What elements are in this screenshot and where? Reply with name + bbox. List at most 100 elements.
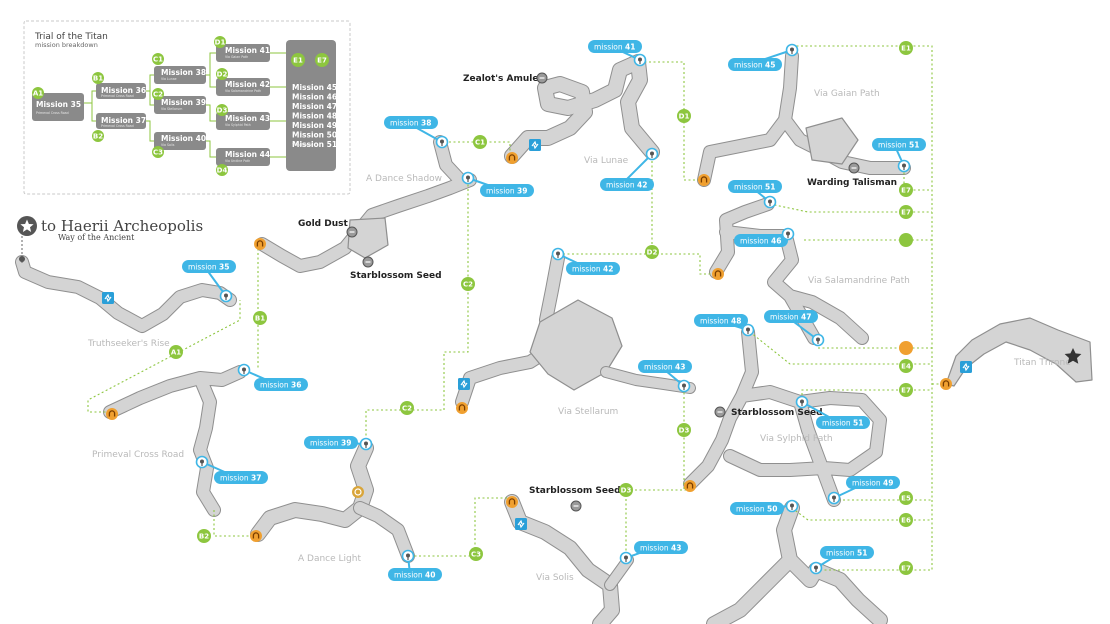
route-node[interactable]: E5 [899, 491, 913, 505]
mission-marker-icon[interactable] [551, 247, 565, 261]
mission-marker-icon[interactable] [461, 171, 475, 185]
save-point-icon[interactable] [960, 361, 972, 373]
mission-tag[interactable]: mission 51 [809, 546, 875, 575]
checkpoint-icon[interactable] [940, 378, 952, 390]
legend-final-item: Mission 46 [292, 93, 337, 102]
mission-tag[interactable]: mission 51 [872, 138, 926, 173]
route-node[interactable]: E4 [899, 359, 913, 373]
checkpoint-icon[interactable] [456, 402, 468, 414]
mission-marker-icon[interactable] [809, 561, 823, 575]
route-node[interactable]: C2 [461, 277, 475, 291]
mission-marker-icon[interactable] [219, 289, 233, 303]
pickup-icon[interactable] [570, 500, 582, 512]
route-node[interactable]: B2 [197, 529, 211, 543]
route-node[interactable]: D2 [645, 245, 659, 259]
mission-marker-icon[interactable] [785, 43, 799, 57]
pickup-labels: Zealot's Amulet Gold Dust Starblossom Se… [298, 74, 897, 496]
mission-tag[interactable]: mission 39 [461, 171, 535, 198]
legend-final-node: E1 [291, 53, 305, 67]
pickup-icon[interactable] [346, 226, 358, 238]
route-node[interactable]: D1 [677, 109, 691, 123]
route-node[interactable]: E7 [899, 205, 913, 219]
mission-marker-icon[interactable] [781, 227, 795, 241]
mission-marker-icon[interactable] [359, 437, 373, 451]
checkpoint-icon[interactable] [106, 408, 118, 420]
mission-tag[interactable]: mission 51 [728, 180, 782, 209]
cave-network [15, 49, 1093, 624]
mission-marker-icon[interactable] [435, 135, 449, 149]
mission-tag[interactable]: mission 39 [304, 436, 373, 451]
legend-final-item: Mission 49 [292, 121, 337, 130]
pickup-starblossom-seed-2: Starblossom Seed [731, 408, 823, 418]
route-node[interactable]: C3 [469, 547, 483, 561]
mission-tag[interactable]: mission 46 [734, 227, 795, 248]
mission-tag[interactable]: mission 41 [588, 40, 647, 67]
route-node[interactable]: B1 [253, 311, 267, 325]
pickup-icon[interactable] [362, 256, 374, 268]
cave-a-dance-shadow [255, 135, 477, 273]
mission-marker-icon[interactable] [811, 333, 825, 347]
pickup-icon[interactable] [536, 72, 548, 84]
checkpoint-icon[interactable] [506, 496, 518, 508]
route-node[interactable]: E6 [899, 513, 913, 527]
checkpoint-icon[interactable] [254, 238, 266, 250]
pickup-gold-dust: Gold Dust [298, 219, 348, 229]
mission-tag[interactable]: mission 50 [730, 499, 799, 516]
mission-tag[interactable]: mission 35 [182, 260, 236, 303]
mission-marker-icon[interactable] [645, 147, 659, 161]
mission-marker-icon[interactable] [237, 363, 251, 377]
checkpoint-icon[interactable] [506, 152, 518, 164]
mission-marker-icon[interactable] [763, 195, 777, 209]
checkpoint-icon[interactable] [698, 174, 710, 186]
svg-text:Primeval Cross Road: Primeval Cross Road [101, 94, 134, 98]
route-node[interactable]: C2 [400, 401, 414, 415]
mission-marker-icon[interactable] [677, 379, 691, 393]
mission-marker-icon[interactable] [619, 551, 633, 565]
legend-node: D4 [216, 164, 228, 176]
svg-text:Primeval Cross Road: Primeval Cross Road [101, 124, 134, 128]
mission-marker-icon[interactable] [795, 395, 809, 409]
route-node[interactable]: E7 [899, 383, 913, 397]
mission-marker-icon[interactable] [741, 323, 755, 337]
mission-marker-icon[interactable] [195, 455, 209, 469]
mission-tag[interactable]: mission 38 [384, 116, 449, 149]
mission-tag[interactable]: mission 48 [694, 314, 755, 337]
mission-tag[interactable]: mission 43 [638, 360, 692, 393]
route-node[interactable]: D3 [677, 423, 691, 437]
pickup-icon[interactable] [714, 406, 726, 418]
pickup-icon[interactable] [848, 162, 860, 174]
route-node[interactable]: A1 [169, 345, 183, 359]
mission-marker-icon[interactable] [401, 549, 415, 563]
mission-marker-icon[interactable] [897, 159, 911, 173]
route-node[interactable]: E7 [899, 183, 913, 197]
mission-tag[interactable]: mission 45 [728, 43, 799, 72]
route-node[interactable]: E7 [899, 561, 913, 575]
mission-marker-icon[interactable] [827, 491, 841, 505]
save-point-icon[interactable] [102, 292, 114, 304]
mission-tag[interactable]: mission 47 [764, 310, 825, 347]
checkpoints [106, 152, 952, 542]
mission-tag[interactable]: mission 49 [827, 476, 901, 505]
save-point-icon[interactable] [458, 378, 470, 390]
mission-tag[interactable]: mission 51 [795, 395, 871, 430]
save-point-icon[interactable] [515, 518, 527, 530]
checkpoint-icon[interactable] [712, 268, 724, 280]
mission-marker-icon[interactable] [633, 53, 647, 67]
svg-text:mission 51: mission 51 [734, 183, 775, 192]
checkpoint-icon[interactable] [250, 530, 262, 542]
route-node[interactable]: E1 [899, 41, 913, 55]
mission-tag[interactable]: mission 40 [388, 549, 442, 582]
mission-tag[interactable]: mission 42 [551, 247, 621, 276]
checkpoint-icon[interactable] [684, 480, 696, 492]
route-node[interactable]: D3 [619, 483, 633, 497]
svg-text:D3: D3 [217, 107, 228, 115]
gold-ring-icon [352, 486, 364, 498]
route-node[interactable]: C1 [473, 135, 487, 149]
save-point-icon[interactable] [529, 139, 541, 151]
mission-tag[interactable]: mission 42 [600, 147, 659, 192]
mission-tag[interactable]: mission 37 [195, 455, 269, 485]
mission-marker-icon[interactable] [785, 499, 799, 513]
mission-tag[interactable]: mission 43 [619, 541, 689, 565]
mission-tag[interactable]: mission 36 [237, 363, 309, 392]
